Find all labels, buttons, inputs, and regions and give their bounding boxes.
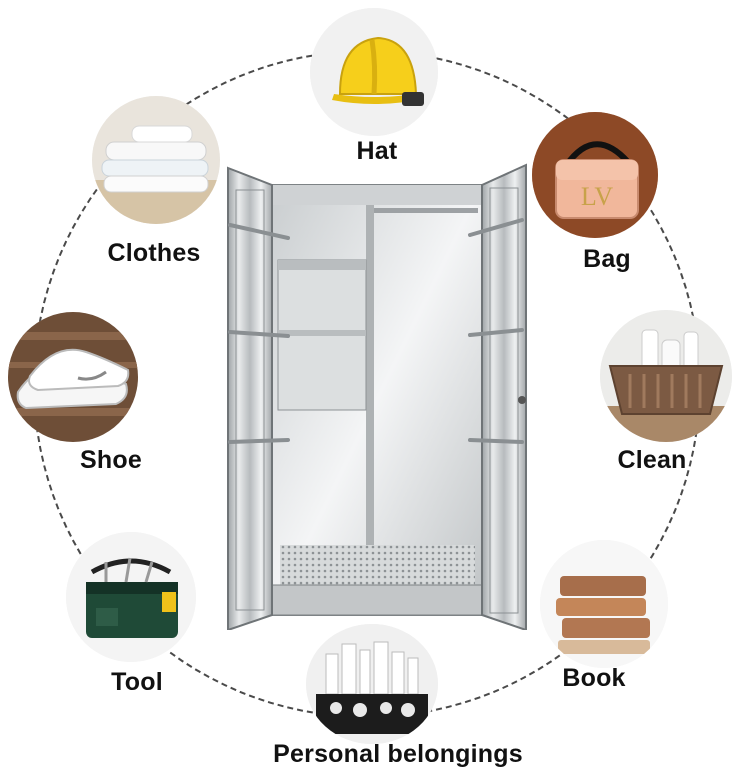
label-hat: Hat: [356, 137, 398, 165]
cleaning-basket-icon: [600, 310, 732, 442]
folded-clothes-icon: [92, 96, 220, 224]
stainless-steel-cabinet: [220, 160, 540, 632]
label-clean: Clean: [617, 446, 687, 474]
tool-bag-icon: [66, 532, 196, 662]
cabinet-illustration: [227, 163, 527, 632]
handbag-icon: LV: [532, 112, 658, 238]
label-clothes: Clothes: [107, 239, 201, 267]
sneaker-icon: [8, 312, 138, 442]
book-stack-icon: [540, 540, 668, 668]
hard-hat-icon: [310, 8, 438, 136]
label-shoe: Shoe: [80, 446, 142, 474]
label-book: Book: [562, 664, 626, 692]
label-tool: Tool: [111, 668, 163, 696]
label-bag: Bag: [583, 245, 631, 273]
label-personal-belongings: Personal belongings: [273, 740, 523, 768]
cosmetics-tray-icon: [306, 624, 438, 744]
svg-text:LV: LV: [581, 182, 613, 211]
